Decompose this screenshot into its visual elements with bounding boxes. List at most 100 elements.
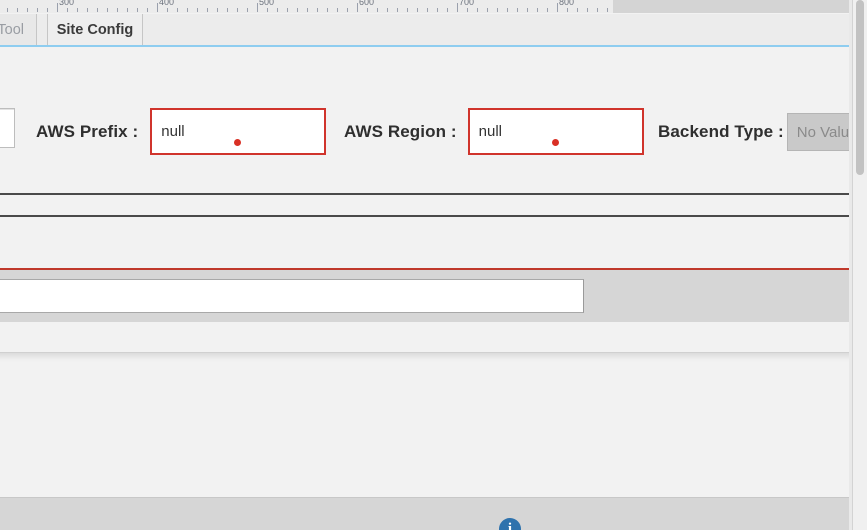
ruler-tick-minor [577,8,578,12]
ruler-tick-major [157,3,158,12]
ruler-label: 600 [359,0,375,7]
tab-site-config[interactable]: Site Config [47,14,143,46]
ruler-tick-minor [47,8,48,12]
ruler-tick-minor [287,8,288,12]
ruler-scale: 300 400 500 600 700 800 [0,0,613,13]
aws-prefix-input-value: null [161,123,185,140]
ruler-tick-minor [107,8,108,12]
bottom-text-input[interactable] [0,279,584,313]
ruler-tick-minor [337,8,338,12]
ruler-label: 800 [559,0,575,7]
ruler-tick-minor [167,8,168,12]
ruler-tick-minor [407,8,408,12]
vertical-scrollbar-thumb[interactable] [856,0,864,175]
tab-bar: y Tool Site Config [0,14,867,47]
ruler-tick-minor [497,8,498,12]
ruler-tick-minor [147,8,148,12]
ruler-tick-minor [427,8,428,12]
vertical-scrollbar[interactable] [852,0,867,530]
ruler-tick-minor [197,8,198,12]
tab-deploy-tool-label: y Tool [0,21,24,38]
ruler-tick-minor [177,8,178,12]
ruler: 300 400 500 600 700 800 [0,0,867,13]
ruler-tick-minor [277,8,278,12]
section-divider-top [0,193,867,195]
ruler-tick-minor [417,8,418,12]
ruler-tick-minor [137,8,138,12]
info-icon-glyph: i [507,520,513,530]
ruler-tick-minor [327,8,328,12]
ruler-label: 300 [59,0,75,7]
ruler-tick-minor [27,8,28,12]
status-bar [0,498,867,530]
tab-deploy-tool[interactable]: y Tool [0,14,37,46]
ruler-label: 500 [259,0,275,7]
ruler-tick-minor [547,8,548,12]
ruler-tick-minor [377,8,378,12]
ruler-tick-minor [537,8,538,12]
ruler-tick-minor [117,8,118,12]
field-left-cut [0,108,15,148]
tab-site-config-label: Site Config [56,22,134,38]
ruler-tick-minor [237,8,238,12]
ruler-tick-minor [307,8,308,12]
ruler-tick-minor [437,8,438,12]
ruler-tick-minor [467,8,468,12]
scroll-gutter [849,0,853,530]
section-divider-middle [0,215,867,217]
ruler-tick-minor [507,8,508,12]
ruler-tick-major [557,3,558,12]
ruler-tick-minor [87,8,88,12]
aws-region-error-dot [551,139,559,146]
aws-prefix-input[interactable]: null [150,108,327,155]
ruler-tick-minor [7,8,8,12]
ruler-tick-minor [217,8,218,12]
ruler-tick-minor [77,8,78,12]
field-aws-region: AWS Region : null [344,108,644,155]
ruler-tick-minor [207,8,208,12]
ruler-tick-minor [397,8,398,12]
ruler-tick-minor [247,8,248,12]
aws-region-input[interactable]: null [467,108,644,155]
backend-type-input-value: No Value [796,123,858,141]
ruler-tick-minor [297,8,298,12]
ruler-tick-major [457,3,458,12]
ruler-tick-minor [447,8,448,12]
ruler-tick-major [57,3,58,12]
aws-region-input-value: null [478,123,502,140]
ruler-tick-minor [387,8,388,12]
ruler-tick-minor [67,8,68,12]
aws-region-label: AWS Region : [344,121,457,141]
ruler-tick-minor [487,8,488,12]
ruler-inactive-region [613,0,867,13]
validation-rule-line [0,268,867,270]
ruler-tick-minor [607,8,608,12]
ruler-tick-major [257,3,258,12]
ruler-tick-minor [517,8,518,12]
ruler-tick-minor [567,8,568,12]
tab-active-underline [0,45,867,47]
section-band-b [0,217,867,268]
aws-prefix-label: AWS Prefix : [36,121,139,141]
ruler-label: 700 [459,0,475,7]
section-band-a [0,195,867,215]
backend-type-label: Backend Type : [658,122,784,141]
ruler-tick-minor [367,8,368,12]
field-backend-type: Backend Type : No Value [658,113,867,151]
bottom-toolbar-panel [0,270,867,322]
info-icon[interactable]: i [499,518,521,530]
ruler-tick-minor [267,8,268,12]
content-top-shade [0,353,867,363]
ruler-tick-minor [97,8,98,12]
left-cut-input[interactable] [0,108,15,148]
ruler-tick-minor [597,8,598,12]
ruler-tick-minor [527,8,528,12]
main-content-area [0,363,867,498]
aws-prefix-error-dot [234,139,242,146]
ruler-tick-minor [227,8,228,12]
ruler-label: 400 [159,0,175,7]
tab-bar-filler [143,14,867,47]
ruler-tick-minor [587,8,588,12]
ruler-tick-minor [37,8,38,12]
